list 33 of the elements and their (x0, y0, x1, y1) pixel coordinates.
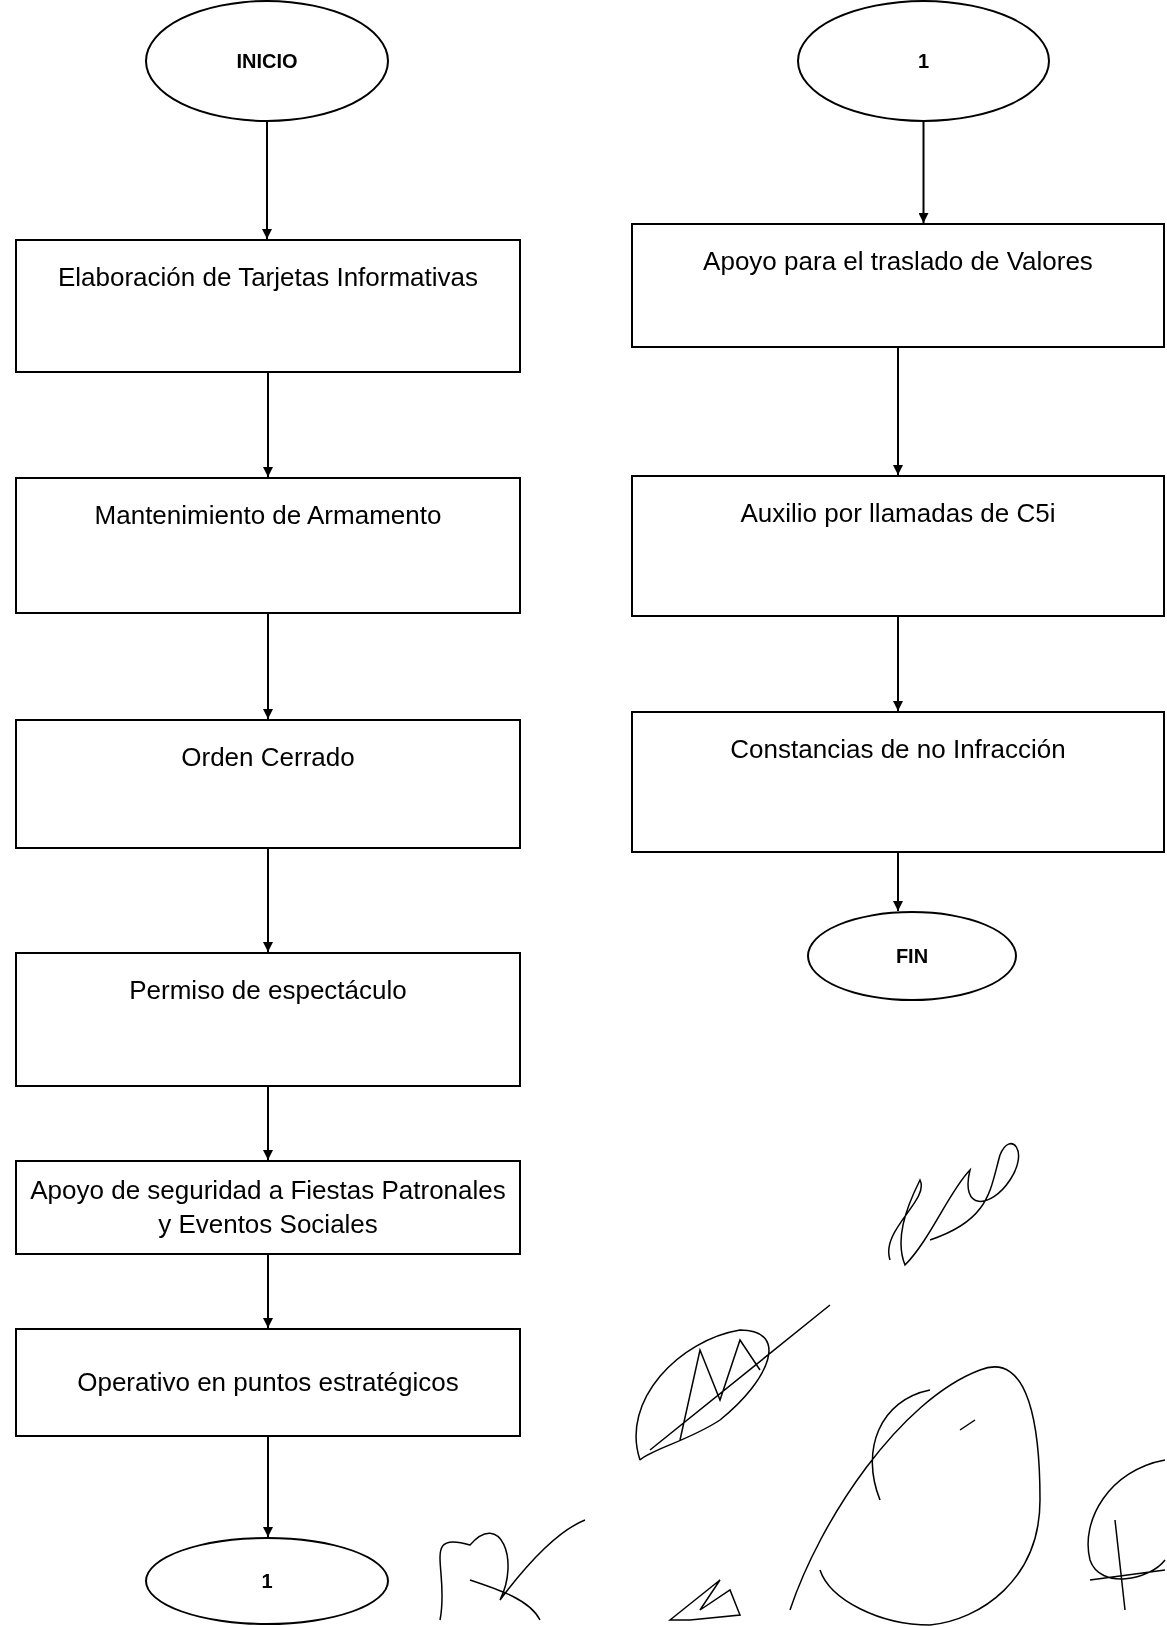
arrow (893, 347, 903, 476)
arrow (263, 372, 273, 478)
node-label: Operativo en puntos estratégicos (76, 1365, 460, 1399)
node-label: 1 (916, 49, 931, 74)
arrow (893, 852, 903, 912)
process-box (631, 711, 1165, 853)
process-box (15, 239, 521, 373)
process-box (15, 1328, 521, 1437)
process-box (631, 223, 1165, 348)
node-label: Permiso de espectáculo (128, 974, 408, 1007)
process-box (15, 719, 521, 849)
arrow (262, 121, 272, 240)
arrow (263, 848, 273, 953)
node-label: Apoyo de seguridad a Fiestas Patronales y Eventos Sociales (29, 1173, 507, 1241)
process-box (15, 477, 521, 614)
process-box (15, 1160, 521, 1255)
arrow (893, 616, 903, 712)
node-label: FIN (894, 944, 930, 969)
node-label: 1 (260, 1569, 274, 1594)
arrow (263, 1086, 273, 1161)
node-label: Mantenimiento de Armamento (93, 499, 443, 532)
process-box (631, 475, 1165, 617)
arrow (918, 121, 929, 224)
node-label: INICIO (235, 49, 299, 74)
arrow (263, 1436, 273, 1538)
node-label: Constancias de no Infracción (729, 733, 1067, 766)
node-label: Orden Cerrado (180, 741, 356, 774)
process-box (15, 952, 521, 1087)
node-label: Elaboración de Tarjetas Informativas (56, 261, 480, 294)
node-label: Auxilio por llamadas de C5i (739, 497, 1057, 530)
arrow (263, 1254, 273, 1329)
arrow (263, 613, 273, 720)
node-label: Apoyo para el traslado de Valores (702, 245, 1094, 278)
